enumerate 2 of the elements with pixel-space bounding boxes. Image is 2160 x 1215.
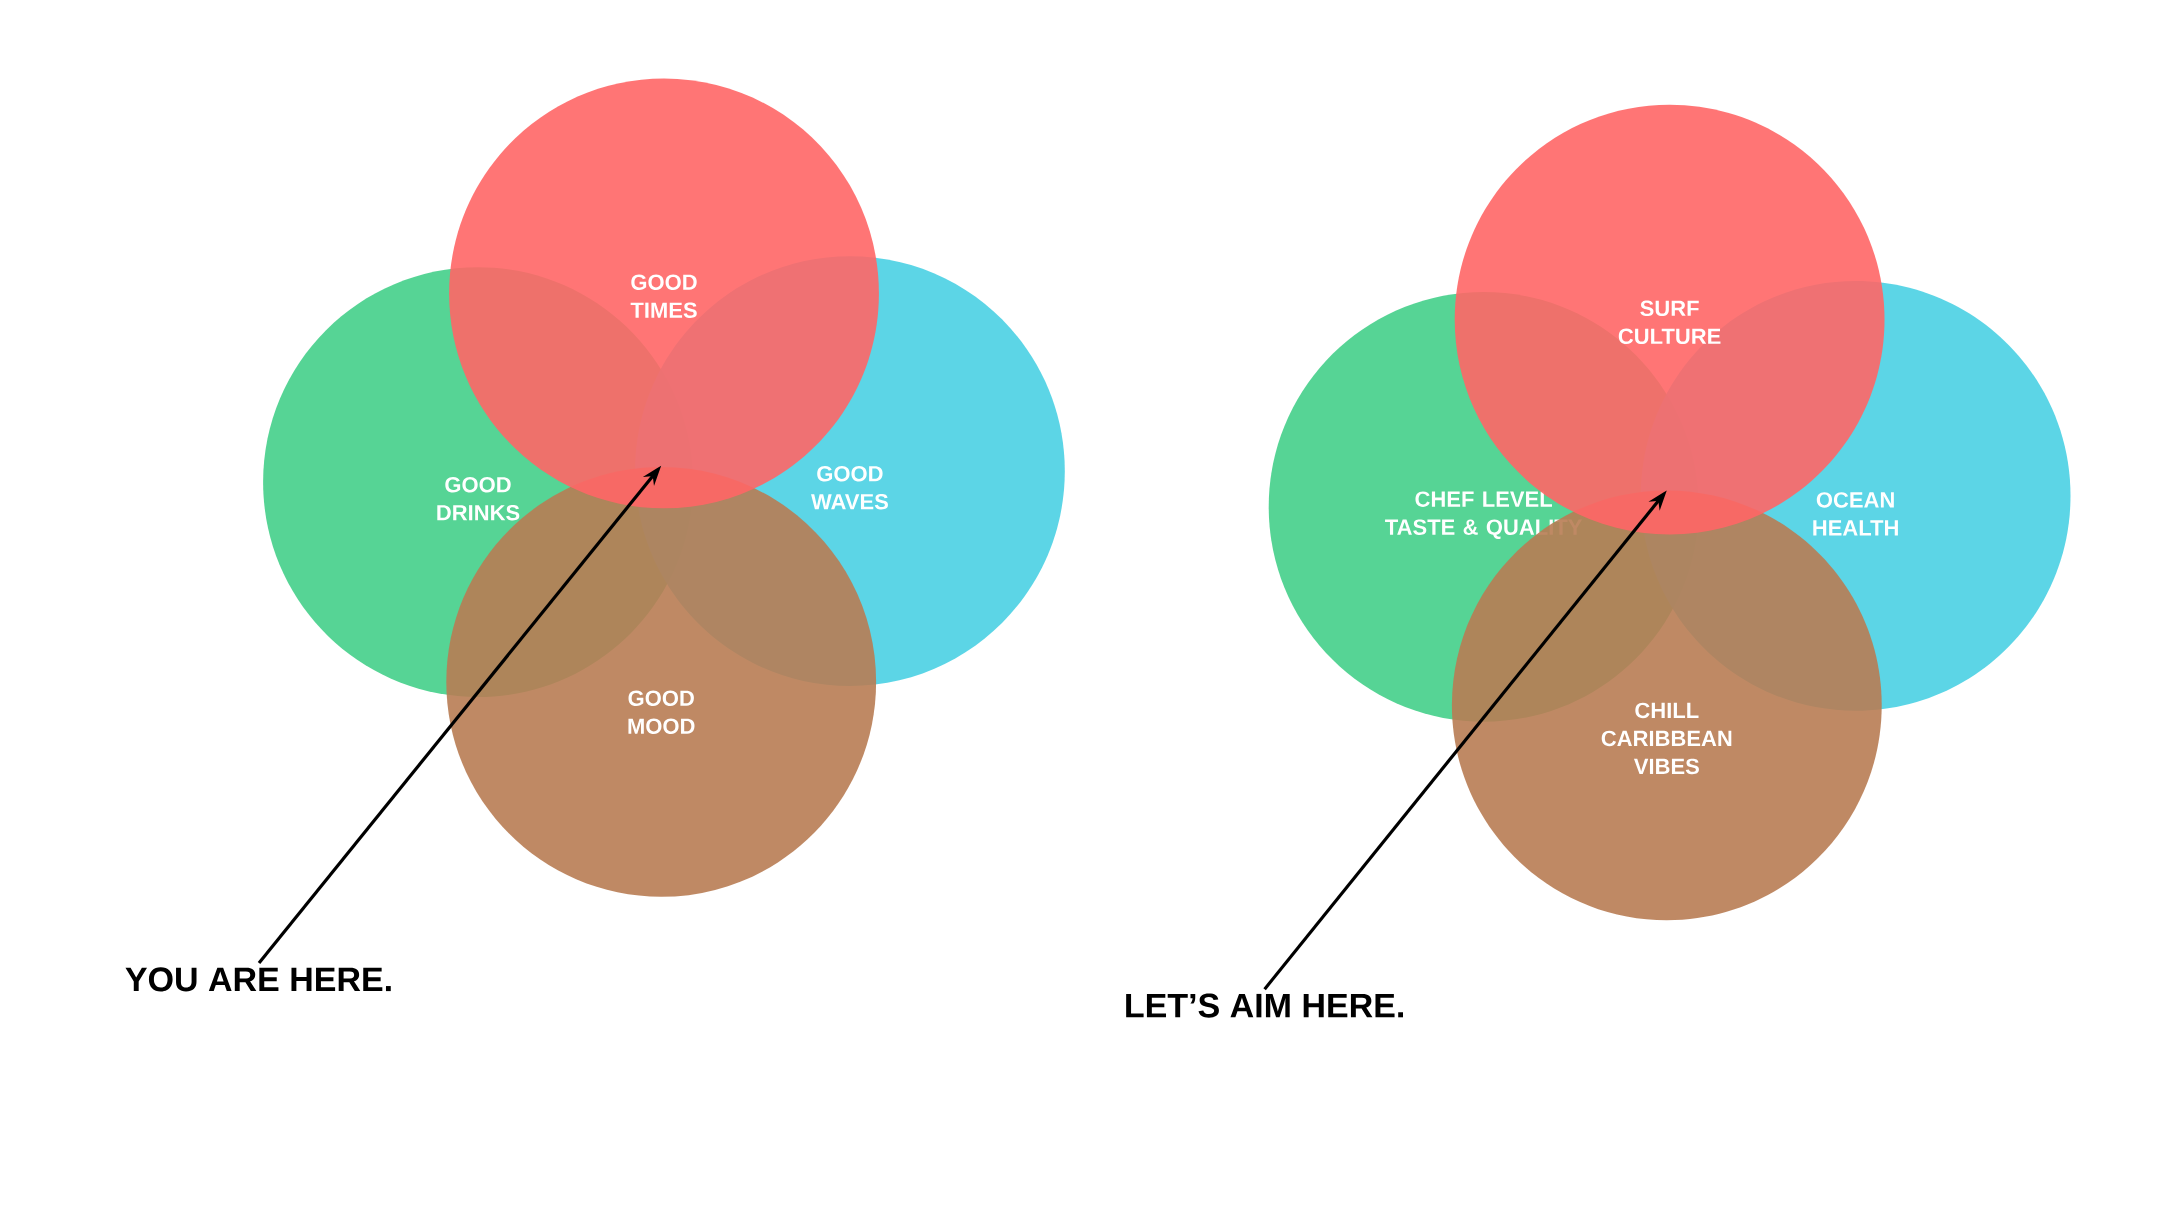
caption-label: YOU ARE HERE. bbox=[125, 967, 391, 992]
caption-label: LET’S AIM HERE. bbox=[1126, 993, 1403, 1018]
